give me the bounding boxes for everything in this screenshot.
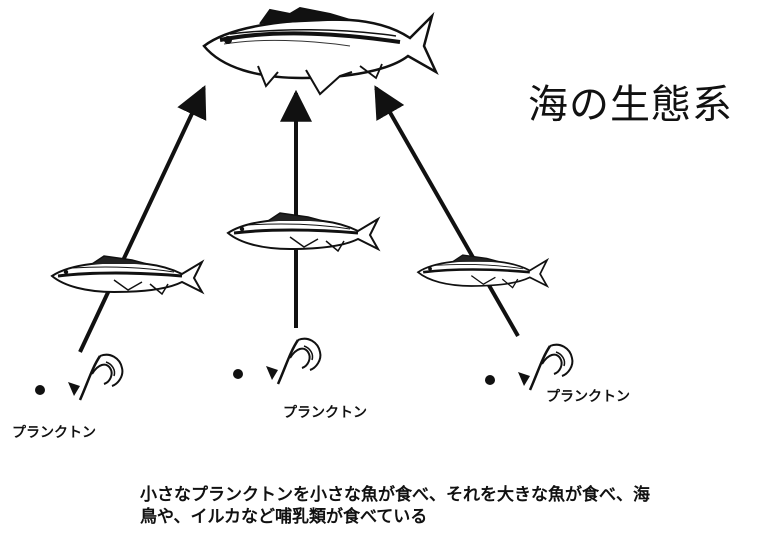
plankton-left-icon <box>33 353 124 402</box>
arrow-right <box>374 85 520 337</box>
caption-line-2: 鳥や、イルカなど哺乳類が食べている <box>140 507 428 527</box>
caption-line-1: 小さなプランクトンを小さな魚が食べ、それを大きな魚が食べ、海 <box>140 485 650 505</box>
plankton-center-icon <box>231 337 322 386</box>
big-fish-icon <box>202 6 439 96</box>
plankton-label-center: プランクトン <box>283 405 367 421</box>
small-fish-center-icon <box>226 211 380 253</box>
plankton-label-left: プランクトン <box>12 425 96 441</box>
diagram-title: 海の生態系 <box>528 82 733 128</box>
plankton-right-icon <box>483 343 574 392</box>
arrow-left <box>78 85 207 353</box>
plankton-label-right: プランクトン <box>546 389 630 405</box>
small-fish-left-icon <box>50 254 204 296</box>
small-fish-right-icon <box>416 253 549 289</box>
caption: 小さなプランクトンを小さな魚が食べ、それを大きな魚が食べ、海 鳥や、イルカなど哺… <box>140 484 650 528</box>
